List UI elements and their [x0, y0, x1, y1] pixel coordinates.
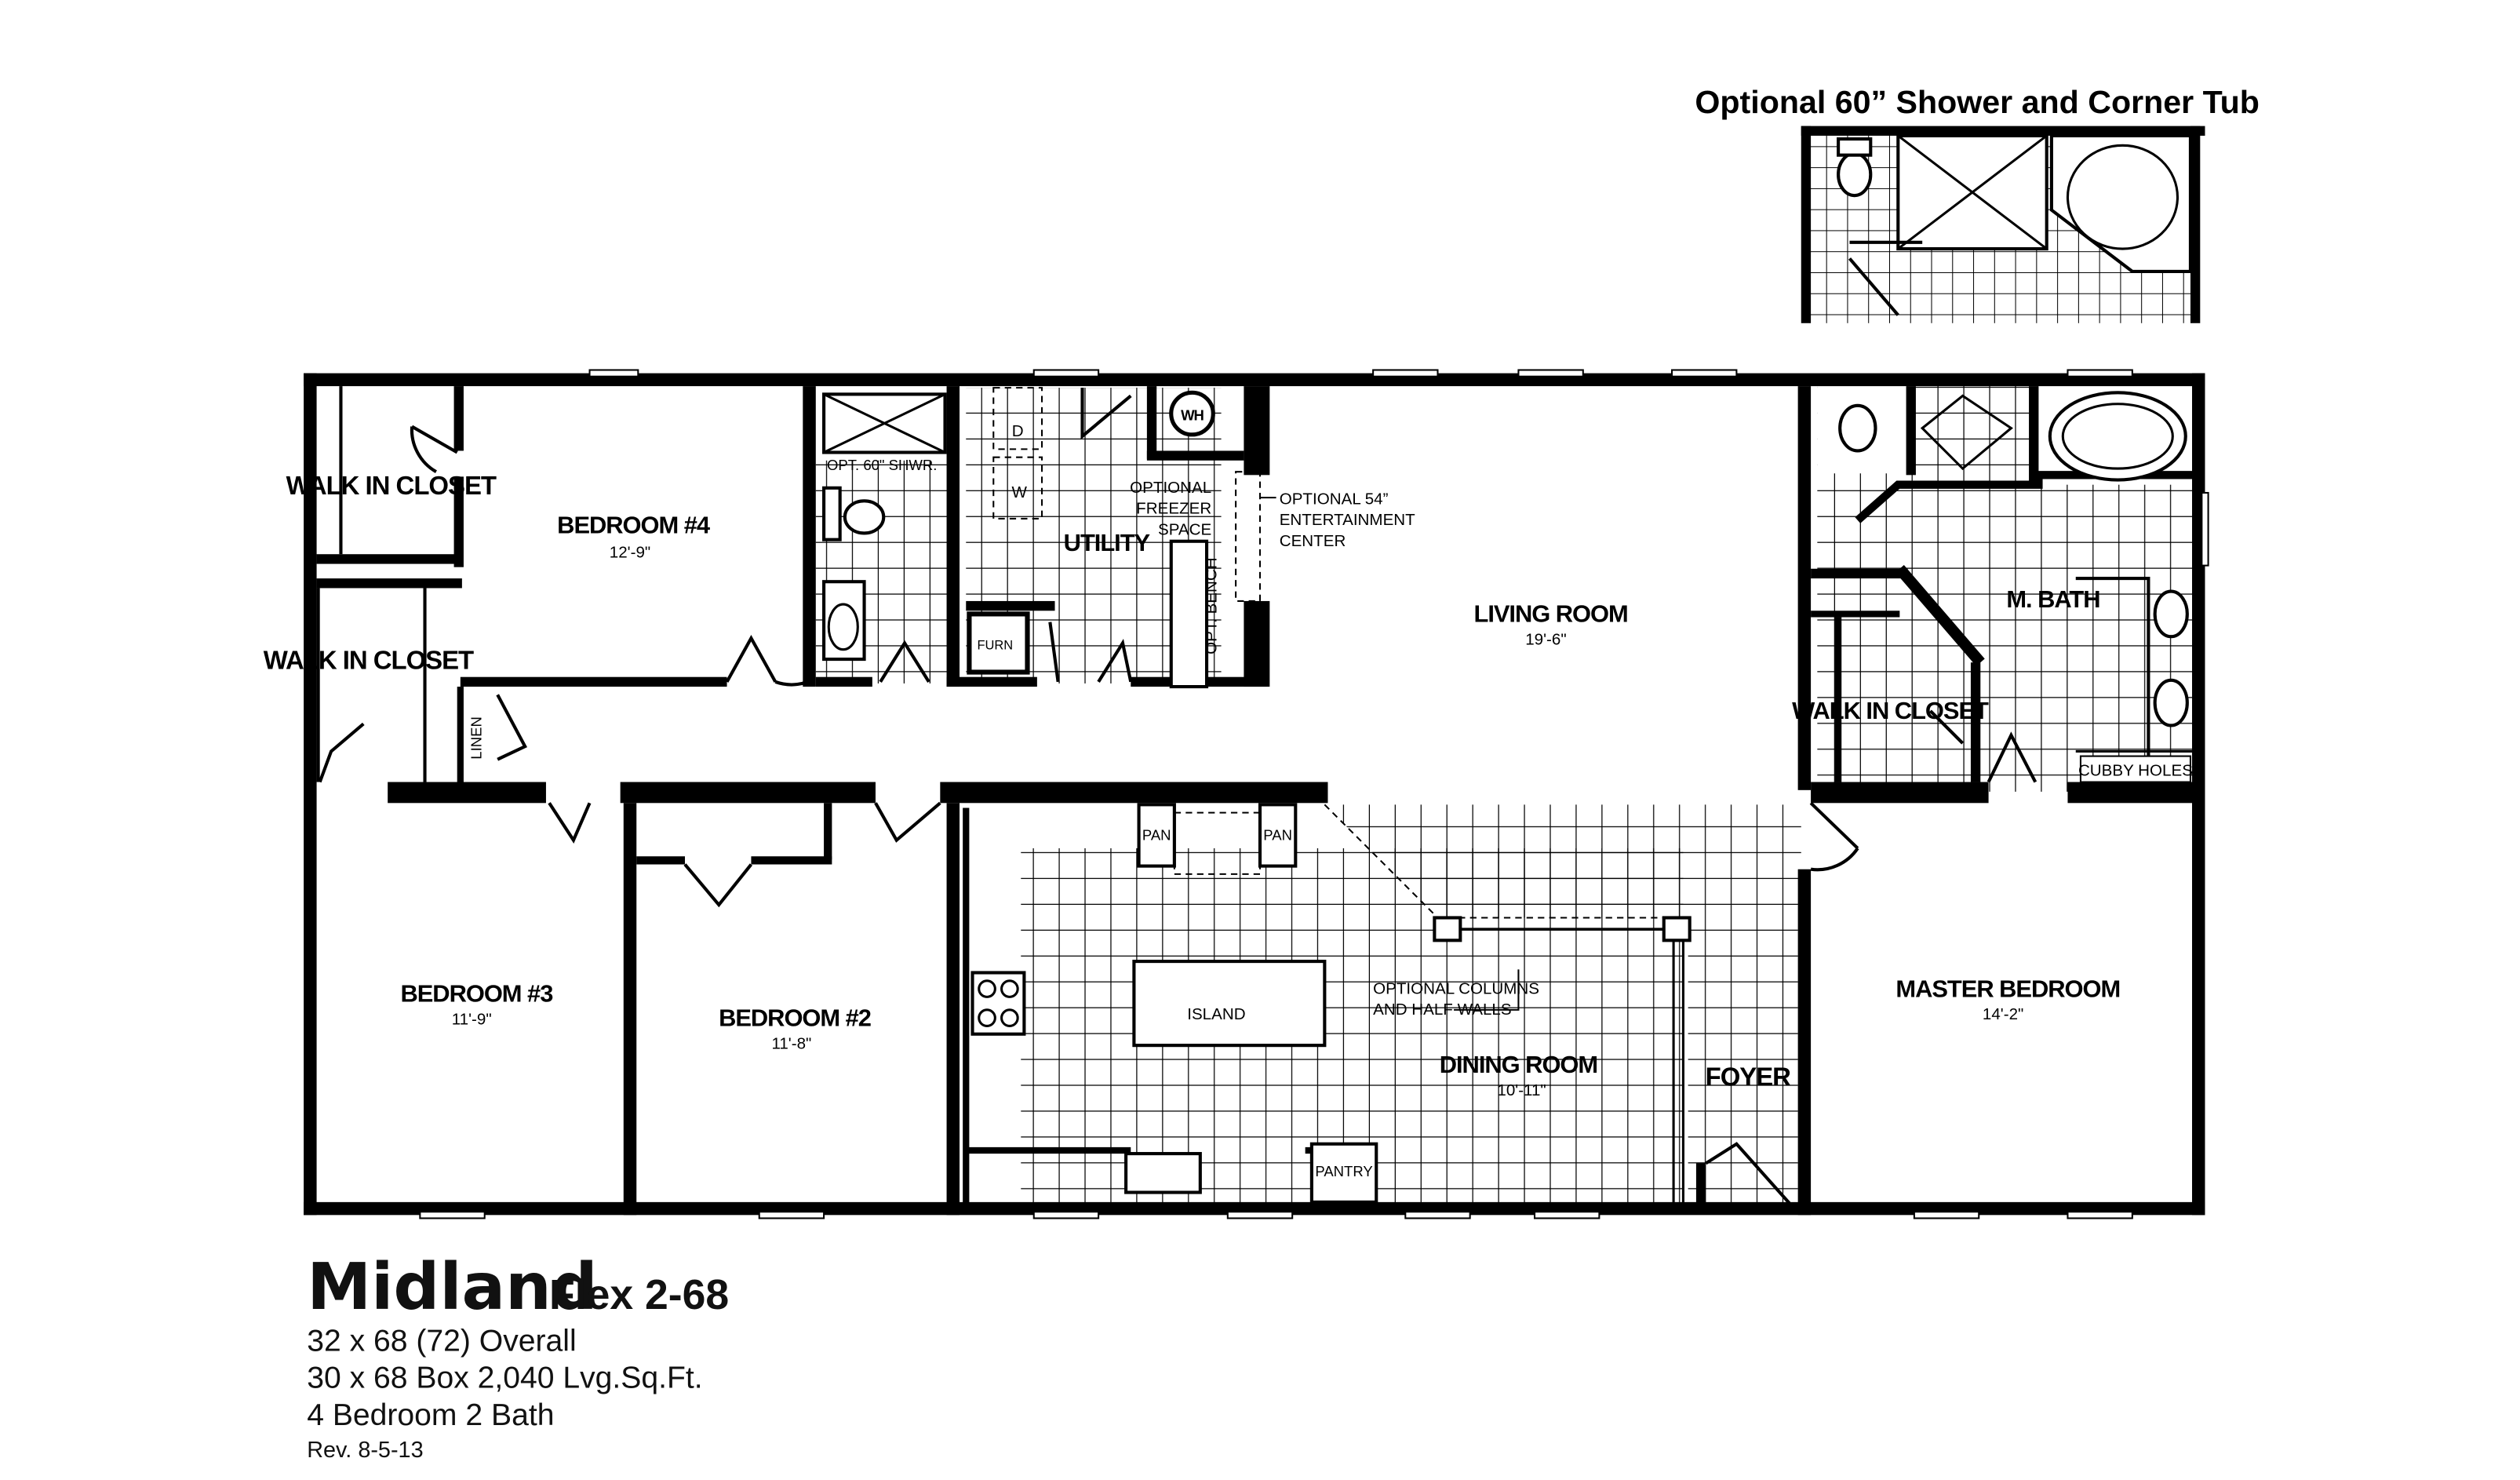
cubby-holes-label: CUBBY HOLES	[2078, 761, 2193, 779]
bench-icon	[1169, 539, 1209, 689]
inset-title: Optional 60” Shower and Corner Tub	[1695, 84, 2260, 120]
model-name: Midland	[307, 1250, 597, 1325]
plan-info: Midland Flex 2-68 32 x 68 (72) Overall 3…	[307, 1250, 729, 1463]
columns-label-1: OPTIONAL COLUMNS	[1373, 979, 1539, 997]
living-room-size: 19'-6"	[1525, 631, 1566, 649]
walk-in-closet-2-label: WALK IN CLOSET	[264, 645, 474, 674]
freezer-label-3: SPACE	[1158, 521, 1211, 539]
inset-toilet-icon	[1837, 151, 1873, 198]
bedroom-3-size: 11'-9"	[452, 1010, 492, 1028]
bedroom-4-label: BEDROOM #4	[557, 511, 710, 538]
optional-shower-label: OPT. 60" SHWR.	[827, 457, 937, 473]
room-labels: WALK IN CLOSET WALK IN CLOSET BEDROOM #4…	[264, 406, 2193, 1179]
walk-in-closet-3-label: WALK IN CLOSET	[1792, 697, 1989, 724]
optional-shower-tub-inset: Optional 60” Shower and Corner Tub	[1695, 84, 2260, 323]
master-bedroom-label: MASTER BEDROOM	[1895, 975, 2120, 1002]
range-icon	[970, 971, 1026, 1036]
bedroom-bath-count: 4 Bedroom 2 Bath	[307, 1398, 554, 1432]
washer-icon	[992, 456, 1043, 519]
door-swings	[318, 388, 2037, 1205]
bedroom-3-label: BEDROOM #3	[400, 980, 553, 1008]
kitchen-sink-icon	[1124, 1152, 1202, 1194]
foyer-label: FOYER	[1706, 1063, 1792, 1092]
walk-in-closet-1-label: WALK IN CLOSET	[286, 471, 497, 500]
dryer-label: D	[1012, 422, 1024, 440]
master-sink-icon	[2153, 589, 2189, 639]
overall-dimensions: 32 x 68 (72) Overall	[307, 1324, 576, 1358]
foyer-tile-floor	[1688, 917, 1798, 1205]
entertainment-center-icon	[1235, 471, 1262, 602]
toilet-icon	[822, 486, 842, 541]
interior-walls	[316, 386, 2198, 1216]
water-heater-label: WH	[1181, 406, 1204, 423]
washer-label: W	[1011, 483, 1027, 501]
columns-label-2: AND HALF WALLS	[1373, 1001, 1511, 1019]
linen-label: LINEN	[468, 716, 485, 760]
master-bedroom-size: 14'-2"	[1983, 1005, 2023, 1023]
exterior-walls	[304, 369, 2209, 1219]
master-sink-icon	[2153, 678, 2189, 727]
furnace-label: FURN	[977, 639, 1013, 653]
bedroom-2-label: BEDROOM #2	[719, 1004, 871, 1031]
water-heater-icon	[1169, 390, 1215, 437]
entertainment-label-3: CENTER	[1280, 532, 1346, 550]
entertainment-label-1: OPTIONAL 54”	[1280, 490, 1389, 508]
pantry-2-label: PAN	[1263, 827, 1292, 844]
pantry-1-label: PAN	[1142, 827, 1171, 844]
pantry-cabinet	[1309, 1142, 1378, 1204]
master-shower-icon	[1920, 394, 2013, 471]
island-icon	[1132, 960, 1327, 1048]
dining-room-label: DINING ROOM	[1440, 1051, 1597, 1078]
revision-date: Rev. 8-5-13	[307, 1438, 423, 1463]
bedroom-4-size: 12'-9"	[610, 543, 650, 561]
utility-label: UTILITY	[1064, 529, 1151, 556]
master-toilet-icon	[1838, 403, 1877, 453]
freezer-label-1: OPTIONAL	[1130, 479, 1211, 497]
entertainment-label-2: ENTERTAINMENT	[1280, 511, 1415, 529]
living-room-label: LIVING ROOM	[1473, 600, 1627, 628]
furnace-icon	[967, 611, 1030, 675]
dryer-icon	[992, 387, 1043, 450]
master-bath-label: M. BATH	[2006, 585, 2099, 613]
bench-label: OPT. BENCH	[1202, 557, 1220, 654]
series-name: Flex 2-68	[549, 1272, 729, 1318]
freezer-label-2: FREEZER	[1136, 500, 1211, 518]
pantry-label: PANTRY	[1315, 1163, 1372, 1179]
bedroom-2-size: 11'-8"	[771, 1034, 811, 1052]
fixtures	[822, 387, 2191, 1204]
dining-room-size: 10'-11"	[1497, 1081, 1546, 1099]
box-square-footage: 30 x 68 Box 2,040 Lvg.Sq.Ft.	[307, 1362, 702, 1395]
island-label: ISLAND	[1187, 1005, 1245, 1023]
master-tub-icon	[2048, 391, 2187, 482]
